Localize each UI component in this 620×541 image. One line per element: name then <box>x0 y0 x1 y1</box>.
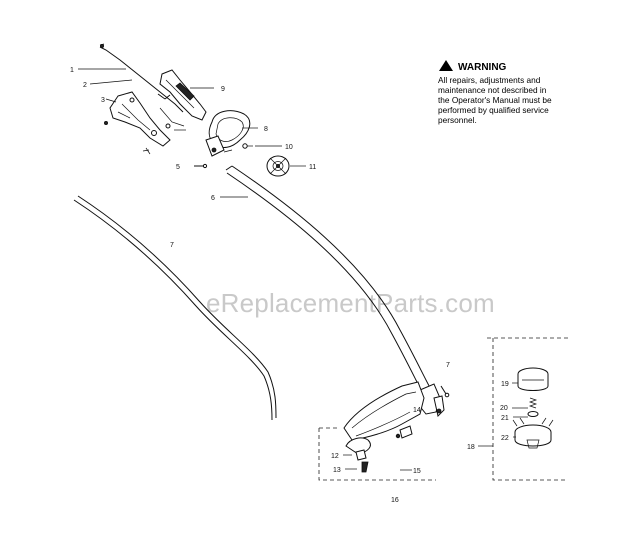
callout-5: 5 <box>176 164 180 171</box>
part-drive-shaft <box>225 165 435 400</box>
callout-13: 13 <box>333 467 341 474</box>
callout-9: 9 <box>221 86 225 93</box>
callout-18: 18 <box>467 444 475 451</box>
callout-15: 15 <box>413 468 421 475</box>
part-throttle-cable <box>99 43 184 113</box>
leader-lines <box>78 68 528 471</box>
callout-1: 1 <box>70 67 74 74</box>
warning-line-2: maintenance not described in <box>438 85 547 95</box>
callout-14: 14 <box>413 407 421 414</box>
callout-numbers: 1 2 3 9 8 10 11 5 6 7 7 14 12 13 15 16 1… <box>70 67 509 504</box>
callout-7-screw: 7 <box>446 362 450 369</box>
callout-8: 8 <box>264 126 268 133</box>
callout-2: 2 <box>83 82 87 89</box>
part-coupler-screw <box>440 385 450 398</box>
part-handle-housing-right <box>159 69 207 131</box>
part-knob <box>266 155 290 177</box>
warning-line-5: personnel. <box>438 115 477 125</box>
bracket-guard <box>318 427 436 481</box>
callout-22: 22 <box>501 435 509 442</box>
warning-line-4: performed by qualified service <box>438 105 549 115</box>
callout-10: 10 <box>285 144 293 151</box>
part-screw <box>194 163 208 169</box>
callout-20: 20 <box>500 405 508 412</box>
part-handle-housing-left <box>104 91 171 155</box>
part-guard-assembly <box>343 381 425 473</box>
part-flex-cable <box>73 195 277 421</box>
warning-title: WARNING <box>458 62 507 73</box>
callout-19: 19 <box>501 381 509 388</box>
part-trimmer-head <box>512 367 554 449</box>
callout-16: 16 <box>391 497 399 504</box>
bracket-trimmer-head <box>487 337 568 481</box>
part-coupler <box>417 383 445 417</box>
warning-notice: WARNING All repairs, adjustments and mai… <box>438 60 552 125</box>
callout-11: 11 <box>309 164 316 171</box>
callout-6: 6 <box>211 195 215 202</box>
callout-7-cable: 7 <box>170 242 174 249</box>
warning-line-1: All repairs, adjustments and <box>438 75 541 85</box>
callout-12: 12 <box>331 453 339 460</box>
part-bolt <box>242 143 253 149</box>
watermark: eReplacementParts.com <box>206 288 495 318</box>
part-loop-handle <box>205 110 251 157</box>
callout-3: 3 <box>101 97 105 104</box>
callout-21: 21 <box>501 415 509 422</box>
warning-triangle-icon <box>439 60 453 71</box>
warning-line-3: the Operator's Manual must be <box>438 95 552 105</box>
